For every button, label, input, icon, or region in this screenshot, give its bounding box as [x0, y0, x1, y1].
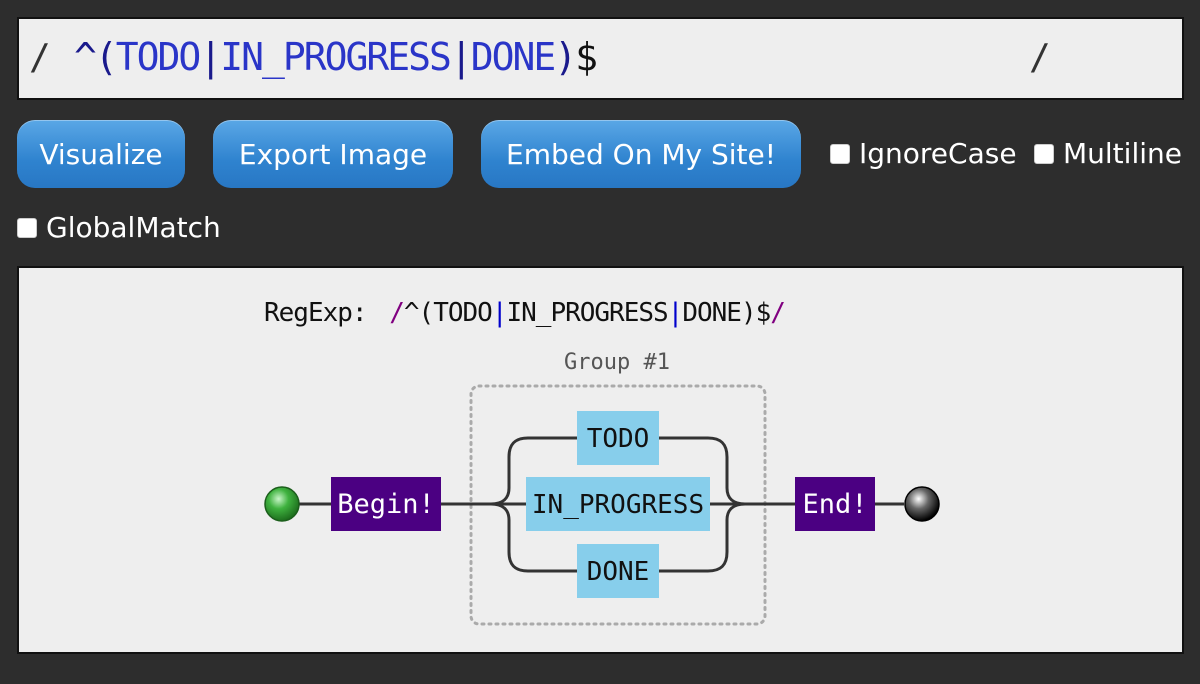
- regexp-paren-open: (: [419, 298, 434, 328]
- global-match-checkbox[interactable]: [17, 217, 37, 238]
- regexp-slash-open: /: [389, 298, 404, 328]
- svg-text:RegExp: /^(TODO|IN_PROGR: RegExp: /^(TODO|IN_PROGRESS|DONE)$/: [264, 298, 785, 328]
- regex-paren-open: (: [94, 35, 118, 79]
- embed-button[interactable]: Embed On My Site!: [481, 120, 801, 188]
- global-match-option[interactable]: GlobalMatch: [17, 211, 221, 244]
- group-label: Group #1: [564, 350, 670, 375]
- regexp-alt-todo: TODO: [433, 298, 492, 328]
- branch-done-box: [577, 544, 659, 598]
- regex-paren-close: ): [554, 35, 577, 79]
- branch-in-progress-box: [526, 477, 710, 531]
- regex-input[interactable]: ^(TODO|IN_PROGRESS|DONE)$: [74, 35, 598, 79]
- regex-input-bar[interactable]: / ^(TODO|IN_PROGRESS|DONE)$ /: [17, 17, 1184, 100]
- regexp-pipe: |: [492, 298, 507, 328]
- ignore-case-checkbox[interactable]: [830, 143, 850, 164]
- regexp-slash-close: /: [770, 298, 785, 328]
- ignore-case-option[interactable]: IgnoreCase: [830, 137, 1017, 170]
- connector-lines: [282, 436, 904, 573]
- regex-close-slash: /: [1029, 37, 1051, 78]
- railroad-diagram: RegExp: /^(TODO|IN_PROGRESS|DONE)$/ Grou…: [264, 298, 940, 626]
- visualize-button[interactable]: Visualize: [17, 120, 185, 188]
- regexp-caret: ^: [404, 298, 419, 328]
- begin-anchor-box: [331, 477, 441, 531]
- regex-alt-todo: TODO: [115, 35, 202, 79]
- regexp-alt-done: DONE: [682, 298, 741, 328]
- branch-todo-box: [577, 411, 659, 465]
- regex-pipe: |: [199, 35, 222, 79]
- branch-todo-label: TODO: [587, 424, 650, 454]
- multiline-checkbox[interactable]: [1034, 143, 1054, 164]
- regexp-pipe: |: [668, 298, 683, 328]
- export-image-button[interactable]: Export Image: [213, 120, 453, 188]
- regexp-alt-in-progress: IN_PROGRESS: [506, 298, 667, 328]
- regexp-paren-close: ): [741, 298, 756, 328]
- multiline-label: Multiline: [1063, 137, 1182, 170]
- end-node-icon: [904, 486, 940, 522]
- begin-anchor-label: Begin!: [337, 489, 435, 520]
- regex-dollar: $: [575, 35, 598, 79]
- global-match-label: GlobalMatch: [46, 211, 221, 244]
- end-anchor-box: [795, 477, 875, 531]
- regex-caret: ^: [74, 35, 97, 79]
- regexp-dollar: $: [756, 298, 771, 328]
- regex-alt-done: DONE: [470, 35, 557, 79]
- regexp-label: RegExp:: [264, 298, 367, 328]
- regex-alt-in-progress: IN_PROGRESS: [220, 35, 452, 79]
- diagram-canvas: RegExp: /^(TODO|IN_PROGRESS|DONE)$/ Grou…: [17, 266, 1184, 654]
- multiline-option[interactable]: Multiline: [1034, 137, 1182, 170]
- ignore-case-label: IgnoreCase: [859, 137, 1017, 170]
- branch-in-progress-label: IN_PROGRESS: [532, 490, 704, 520]
- start-node-icon: [264, 486, 300, 522]
- regex-open-slash: /: [29, 37, 51, 78]
- branch-done-label: DONE: [587, 557, 650, 587]
- end-anchor-label: End!: [802, 489, 867, 520]
- regex-pipe: |: [449, 35, 473, 79]
